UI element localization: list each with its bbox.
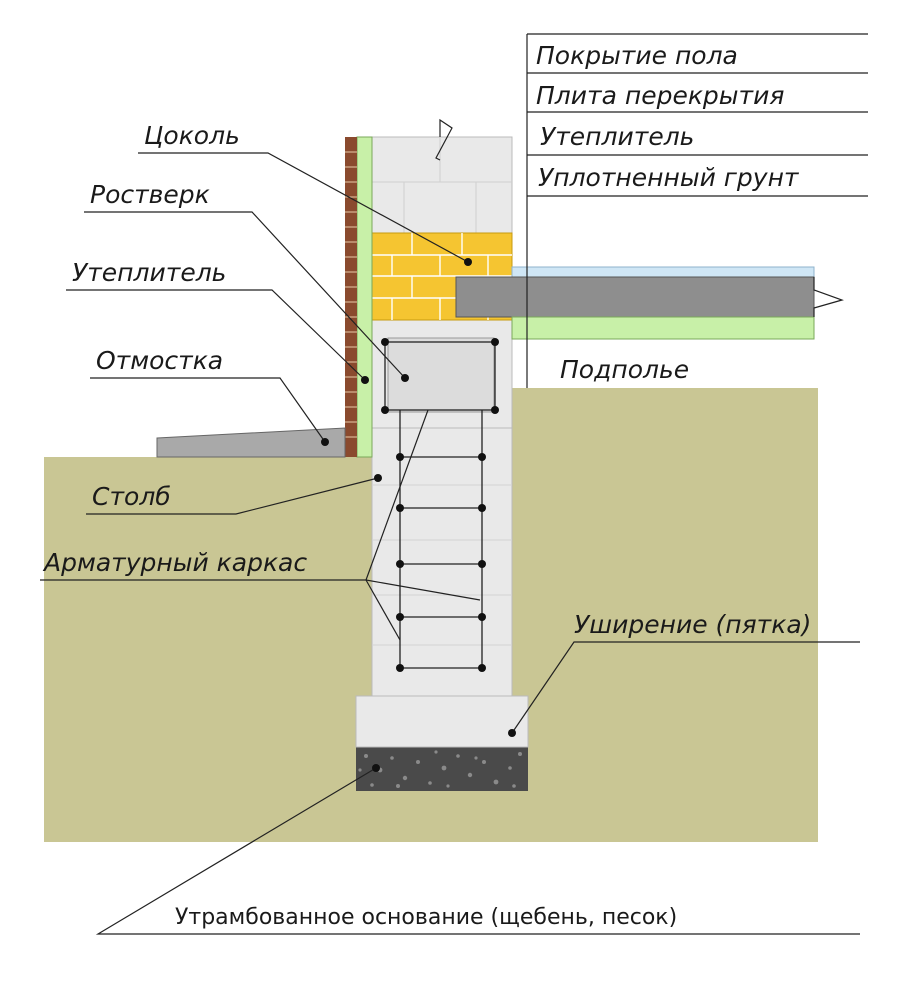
label-crawl-space: Подполье [560,355,689,384]
leader-blind-area [90,377,326,443]
label-grillage: Ростверк [90,180,210,209]
label-floor-covering: Покрытие пола [536,41,738,70]
leader-widening [511,641,860,734]
label-blind-area: Отмостка [96,346,223,375]
pointer-insulation-wall [361,376,369,384]
blind-area [156,427,346,458]
wall-break-mark [435,118,453,161]
label-base: Утрамбованное основание (щебень, песок) [175,905,677,930]
label-rebar-cage: Арматурный каркас [42,548,307,577]
leader-rebar-3 [365,579,401,641]
leader-grillage [84,211,406,379]
label-insulation-floor: Утеплитель [540,122,694,151]
slab-break-mark [813,277,844,317]
pillar [371,427,513,697]
wall-insulation [356,136,373,458]
rebar-dots [381,338,499,672]
floor-layers-table [526,33,868,388]
pointer-pillar [374,474,382,482]
floor-slab [455,276,815,318]
pointer-plinth [464,258,472,266]
leader-rebar-2 [365,579,481,601]
leader-plinth [138,152,469,263]
floor-insulation [511,316,815,340]
pointer-blind-area [321,438,329,446]
label-plinth: Цоколь [144,121,240,150]
label-compacted-soil: Уплотненный грунт [538,163,800,192]
leader-insulation-wall [66,289,366,381]
pointer-widening [508,729,516,737]
pointer-base [372,764,380,772]
leader-base [95,767,860,935]
leader-pillar [86,477,379,515]
brick-cladding-seams [345,151,357,438]
widening-heel [355,695,529,748]
pointer-grillage [401,374,409,382]
floor-covering [511,266,815,278]
gravel-texture [358,750,522,788]
label-floor-slab: Плита перекрытия [536,81,784,110]
label-insulation-wall: Утеплитель [72,258,226,287]
pillar-seams [372,484,512,646]
leader-rebar-1 [365,409,429,581]
brick-cladding [345,137,357,457]
label-widening: Уширение (пятка) [574,610,811,639]
wall-blocks [371,136,513,234]
label-pillar: Столб [92,482,171,511]
